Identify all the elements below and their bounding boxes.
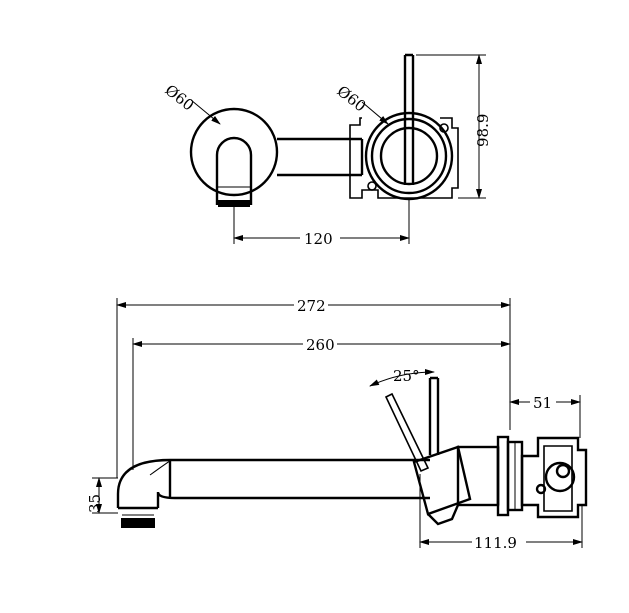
wall-depth-label: 51 [533,394,552,412]
center-distance-dimension: 120 [233,200,410,248]
mixer-body [412,445,472,516]
connecting-pipe [277,137,362,177]
body-projection-label: 111.9 [474,534,517,552]
spout-outlet [215,136,253,195]
in-wall-valve [520,436,588,519]
mixer-lever-angled [384,392,430,473]
overall-length-dimension: 272 [116,297,511,478]
mixer-lever [428,376,440,455]
overall-length-label: 272 [297,297,326,315]
spout-drop-label: 35 [86,494,104,513]
spout-length-dimension: 260 [132,336,511,470]
spout-rose-diameter-dimension: Ø60 [162,81,221,125]
mixer-rose-diameter-label: Ø60 [334,82,370,116]
height-dimension: 98.9 [416,54,492,199]
valve-port [544,461,576,493]
mounting-hole-icon [367,181,377,191]
wall-flange [496,435,510,517]
valve-port-inner [555,463,571,479]
wall-depth-dimension: 51 [509,394,581,438]
spout [116,458,430,508]
side-view: 272 260 35 25° [86,297,588,552]
aerator [121,518,155,528]
mixer-lever [403,53,415,185]
body-projection-dimension: 111.9 [419,474,583,552]
spout-rose-outline [189,107,279,197]
spout-rose-diameter-label: Ø60 [162,81,198,115]
lever-angle-dimension: 25° [369,367,435,387]
center-distance-label: 120 [304,230,333,248]
mixer-rose-inner [370,117,448,195]
spout-drop-dimension: 35 [86,477,118,514]
mixer-backplate [349,117,459,199]
mixer-rose-outline [364,111,454,201]
mixer-cartridge [379,126,439,186]
spout-length-label: 260 [306,336,335,354]
top-view: Ø60 Ø60 120 98.9 [162,53,492,248]
height-label: 98.9 [474,114,492,147]
lever-angle-label: 25° [393,367,420,385]
aerator [218,200,250,207]
